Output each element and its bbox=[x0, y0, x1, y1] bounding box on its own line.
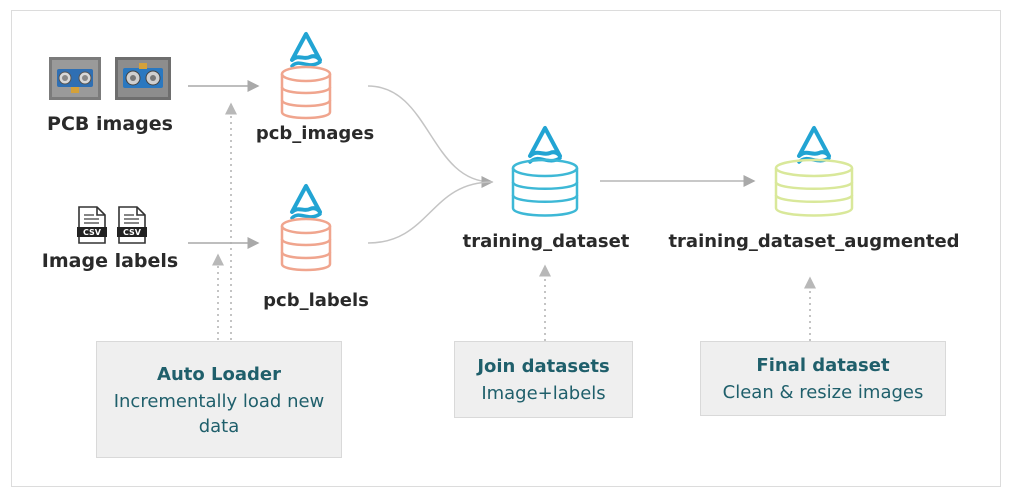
table-label-training-dataset-augmented: training_dataset_augmented bbox=[668, 231, 960, 252]
auto-loader-box: Auto Loader Incrementally load new data bbox=[96, 341, 342, 458]
csv-file-icon: CSV bbox=[117, 206, 147, 248]
final-dataset-subtitle: Clean & resize images bbox=[722, 382, 924, 403]
join-datasets-box: Join datasets Image+labels bbox=[454, 341, 633, 418]
table-pcb-labels-icon bbox=[280, 184, 332, 272]
csv-file-icon: CSV bbox=[77, 206, 107, 248]
join-datasets-subtitle: Image+labels bbox=[481, 383, 606, 404]
table-training-dataset-augmented-icon bbox=[774, 126, 854, 217]
arrow-pcb-labels-to-training bbox=[367, 181, 493, 244]
table-label-pcb-images: pcb_images bbox=[255, 123, 375, 144]
delta-lake-icon bbox=[290, 184, 322, 220]
auto-loader-line-1: Incrementally load new bbox=[113, 391, 325, 412]
delta-lake-icon bbox=[797, 126, 831, 164]
csv-badge: CSV bbox=[123, 228, 142, 237]
database-icon bbox=[280, 65, 332, 120]
table-pcb-images-icon bbox=[280, 32, 332, 120]
auto-loader-line-2: data bbox=[198, 416, 240, 437]
delta-lake-icon bbox=[290, 32, 322, 68]
arrow-pcb-images-to-training bbox=[367, 85, 494, 188]
delta-lake-icon bbox=[528, 126, 562, 164]
pcb-image-icon bbox=[115, 57, 171, 100]
database-icon bbox=[774, 158, 854, 217]
table-label-training-dataset: training_dataset bbox=[462, 231, 630, 252]
database-icon bbox=[511, 158, 579, 217]
table-training-dataset-icon bbox=[511, 126, 579, 217]
source-label-pcb-images: PCB images bbox=[47, 113, 173, 135]
source-label-image-labels: Image labels bbox=[41, 250, 179, 272]
csv-badge: CSV bbox=[83, 228, 102, 237]
final-dataset-box: Final dataset Clean & resize images bbox=[700, 341, 946, 416]
pcb-image-icon bbox=[49, 57, 101, 100]
auto-loader-title: Auto Loader bbox=[157, 364, 281, 385]
diagram-frame bbox=[11, 10, 1001, 487]
database-icon bbox=[280, 217, 332, 272]
table-label-pcb-labels: pcb_labels bbox=[263, 290, 369, 311]
join-datasets-title: Join datasets bbox=[477, 356, 610, 377]
final-dataset-title: Final dataset bbox=[756, 355, 890, 376]
